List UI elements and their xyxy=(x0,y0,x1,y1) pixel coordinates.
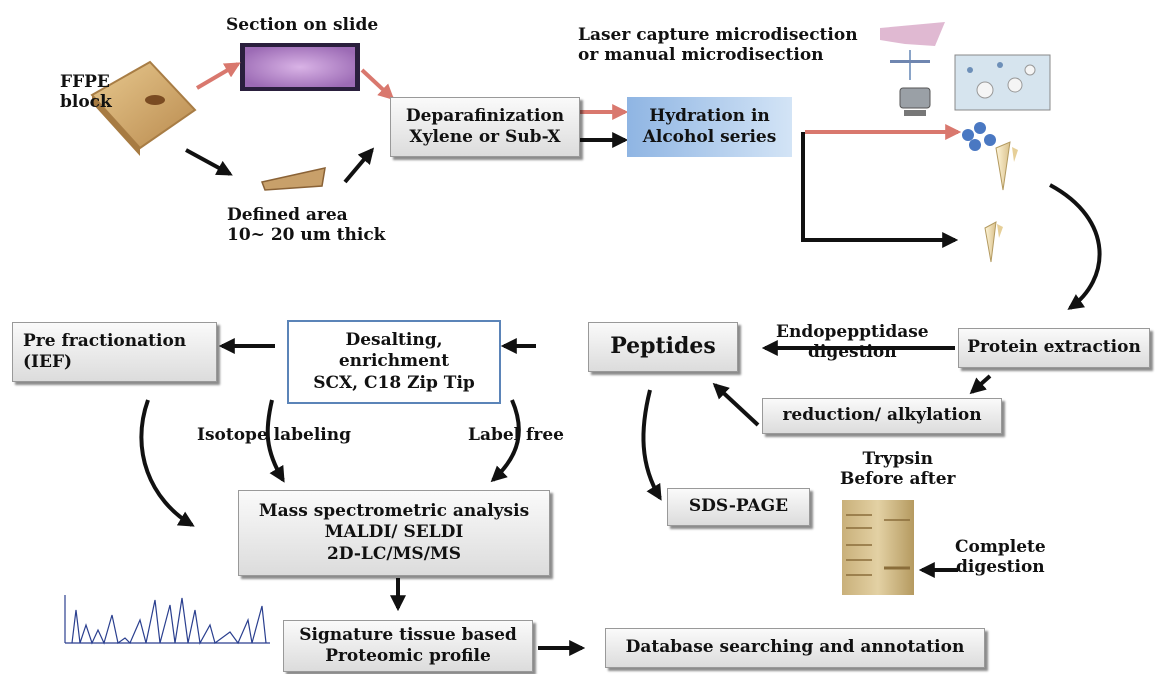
hydration-box: Hydration in Alcohol series xyxy=(627,97,792,157)
peptides-box: Peptides xyxy=(588,322,738,372)
desalting-box: Desalting, enrichment SCX, C18 Zip Tip xyxy=(287,320,501,404)
lcm-images xyxy=(880,22,1051,151)
endopeptidase-label: Endopepptidase digestion xyxy=(776,322,929,363)
ffpe-block-image xyxy=(90,60,197,156)
complete-digestion-label: Complete digestion xyxy=(955,537,1046,578)
pre-fractionation-box: Pre fractionation (IEF) xyxy=(12,322,217,382)
gel-image xyxy=(842,500,914,595)
isotope-labeling-label: Isotope labeling xyxy=(197,425,352,445)
defined-area-image xyxy=(260,167,326,191)
sds-page-box: SDS-PAGE xyxy=(667,488,810,526)
reduction-alkylation-box: reduction/ alkylation xyxy=(762,398,1002,434)
slide-image xyxy=(240,43,360,91)
signature-box: Signature tissue based Proteomic profile xyxy=(283,620,533,672)
protein-extraction-box: Protein extraction xyxy=(958,328,1150,368)
defined-area-label: Defined area 10~ 20 um thick xyxy=(227,205,386,246)
ffpe-block-label: FFPE block xyxy=(60,72,112,113)
mass-spec-box: Mass spectrometric analysis MALDI/ SELDI… xyxy=(238,490,550,576)
gel-bands xyxy=(846,514,910,576)
mass-spectrum-image xyxy=(64,595,270,645)
label-free-label: Label free xyxy=(468,425,564,445)
section-on-slide-label: Section on slide xyxy=(226,15,379,35)
trypsin-label: Trypsin Before after xyxy=(840,449,956,490)
deparafinization-box: Deparafinization Xylene or Sub-X xyxy=(390,97,580,157)
tube-images xyxy=(984,141,1018,263)
database-box: Database searching and annotation xyxy=(605,628,985,668)
laser-capture-label: Laser capture microdisection or manual m… xyxy=(578,25,858,66)
